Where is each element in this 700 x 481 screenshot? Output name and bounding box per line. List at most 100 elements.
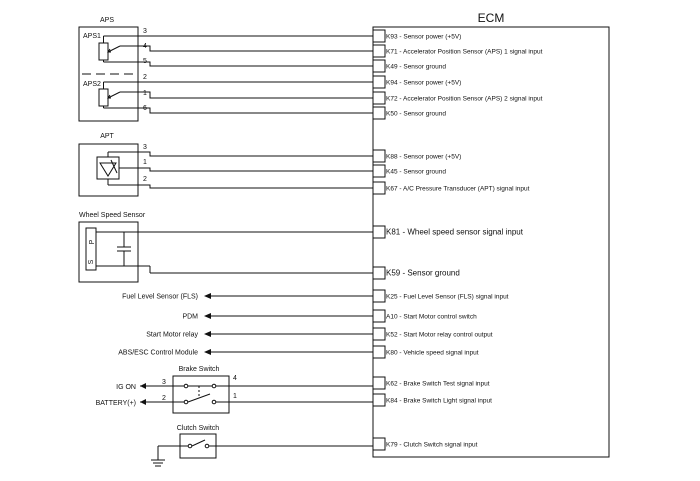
brake-pin-4: 4: [233, 375, 237, 382]
wheel-speed-sensor-title: Wheel Speed Sensor: [79, 212, 146, 219]
output-signal: PDM: [182, 313, 373, 321]
ecm-block: ECM: [372, 11, 610, 458]
ecm-pin-label: K50 - Sensor ground: [386, 111, 446, 118]
output-signal: Fuel Level Sensor (FLS): [122, 293, 373, 301]
clutch-switch: Clutch Switch: [151, 425, 373, 467]
aps-pin-number: 6: [143, 105, 147, 112]
apt-pin-number: 2: [143, 176, 147, 183]
ecm-pin-label: K80 - Vehicle speed signal input: [386, 350, 479, 357]
ecm-pin-label: K72 - Accelerator Position Sensor (APS) …: [386, 96, 543, 103]
ecm-pin-code: K84: [386, 398, 398, 405]
ecm-pin-label: K67 - A/C Pressure Transducer (APT) sign…: [386, 186, 530, 193]
ecm-pin-code: K62: [386, 381, 398, 388]
pressure-transducer-icon: [96, 151, 138, 186]
ecm-pin-description: - A/C Pressure Transducer (APT) signal i…: [398, 186, 530, 193]
aps1-potentiometer-icon: [98, 35, 138, 63]
ecm-pin-code: K25: [386, 294, 398, 301]
aps-pin-number: 1: [143, 90, 147, 97]
aps2-label: APS2: [83, 81, 101, 88]
ecm-pin-label: K94 - Sensor power (+5V): [386, 80, 461, 87]
ecm-pin-label: K79 - Clutch Switch signal input: [386, 442, 478, 449]
ecm-pin-code: K45: [386, 169, 398, 176]
ecm-pin-k84: K84 - Brake Switch Light signal input: [372, 393, 492, 407]
ecm-title: ECM: [478, 11, 505, 25]
ecm-pin-code: K50: [386, 111, 398, 118]
ecm-pin-code: K59: [386, 269, 401, 278]
ecm-pin-description: - Clutch Switch signal input: [398, 442, 478, 449]
arrow-left-icon: [204, 349, 211, 355]
output-label: Fuel Level Sensor (FLS): [122, 294, 198, 301]
ecm-pin-description: - Brake Switch Test signal input: [398, 381, 490, 388]
ig-on-label: IG ON: [116, 384, 136, 391]
apt-pin-number: 3: [143, 144, 147, 151]
ecm-pin-k59: K59 - Sensor ground: [372, 266, 460, 280]
ecm-pin-k88: K88 - Sensor power (+5V): [372, 149, 461, 163]
ecm-pin-code: A10: [386, 314, 398, 321]
ecm-pin-k49: K49 - Sensor ground: [372, 59, 446, 73]
brake-pin-1: 1: [233, 393, 237, 400]
ecm-pin-description: - Sensor power (+5V): [398, 80, 462, 87]
ecm-pin-code: K79: [386, 442, 398, 449]
ecm-pin-label: K25 - Fuel Level Sensor (FLS) signal inp…: [386, 294, 509, 301]
ecm-pin-label: K84 - Brake Switch Light signal input: [386, 398, 492, 405]
aps-pin-number: 5: [143, 58, 147, 65]
ecm-pin-code: K71: [386, 49, 398, 56]
clutch-switch-contacts-icon: [180, 439, 216, 449]
ecm-pin-code: K67: [386, 186, 398, 193]
ecm-pin-code: K52: [386, 332, 398, 339]
wheel-speed-sensor: Wheel Speed Sensor P S: [78, 212, 373, 283]
ecm-pin-k81: K81 - Wheel speed sensor signal input: [372, 225, 524, 239]
ecm-pin-description: - Start Motor relay control output: [398, 332, 493, 339]
arrow-left-icon: [204, 331, 211, 337]
ecm-pin-label: K52 - Start Motor relay control output: [386, 332, 493, 339]
aps1-label: APS1: [83, 33, 101, 40]
ecm-pin-label: K62 - Brake Switch Test signal input: [386, 381, 490, 388]
ecm-pin-code: K80: [386, 350, 398, 357]
ecm-pin-description: - Sensor ground: [398, 169, 447, 176]
apt-sensor: APT: [78, 133, 139, 197]
brake-pin-3: 3: [162, 379, 166, 386]
ecm-pin-description: - Sensor power (+5V): [398, 34, 462, 41]
ecm-pin-k62: K62 - Brake Switch Test signal input: [372, 376, 490, 390]
wss-label-p: P: [89, 239, 96, 244]
ecm-pin-label: A10 - Start Motor control switch: [386, 314, 477, 321]
ecm-pin-description: - Accelerator Position Sensor (APS) 1 si…: [398, 49, 543, 56]
output-label: PDM: [182, 314, 198, 321]
ecm-pin-k93: K93 - Sensor power (+5V): [372, 29, 462, 43]
ecm-pin-code: K94: [386, 80, 398, 87]
ecm-pin-description: - Sensor ground: [398, 111, 447, 118]
ecm-pin-label: K88 - Sensor power (+5V): [386, 154, 461, 161]
output-signal: ABS/ESC Control Module: [118, 349, 373, 357]
sensor-pin-numbers: 3 4 5 2 1 6 3 1 2: [138, 28, 373, 189]
ecm-pin-k72: K72 - Accelerator Position Sensor (APS) …: [372, 91, 543, 105]
wss-label-s: S: [88, 259, 95, 264]
battery-label: BATTERY(+): [96, 400, 136, 407]
ecm-pin-description: - Sensor ground: [398, 64, 447, 71]
brake-pin-2: 2: [162, 395, 166, 402]
arrow-left-icon: [204, 313, 211, 319]
ecm-pin-label: K71 - Accelerator Position Sensor (APS) …: [386, 49, 543, 56]
brake-switch-title: Brake Switch: [179, 366, 220, 373]
ecm-pin-k79: K79 - Clutch Switch signal input: [372, 437, 478, 451]
ground-icon: [151, 446, 165, 467]
brake-switch: Brake Switch IG ON BATTERY(+) 3 2 4 1: [96, 366, 373, 414]
ecm-pin-label: K81 - Wheel speed sensor signal input: [386, 228, 524, 237]
ecm-pin-list: K93 - Sensor power (+5V) K71 - Accelerato…: [372, 29, 543, 451]
ecm-pin-label: K59 - Sensor ground: [386, 269, 460, 278]
ecm-pin-description: - Sensor power (+5V): [398, 154, 462, 161]
apt-pin-number: 1: [143, 159, 147, 166]
aps-pin-number: 3: [143, 28, 147, 35]
ecm-pin-description: - Sensor ground: [400, 269, 460, 278]
ecm-pin-description: - Wheel speed sensor signal input: [400, 228, 524, 237]
aps-sensor: APS APS1 APS2: [78, 17, 139, 122]
ecm-pin-code: K72: [386, 96, 398, 103]
ecm-pin-description: - Start Motor control switch: [398, 314, 477, 321]
arrow-left-icon: [204, 293, 211, 299]
brake-switch-contacts-icon: [173, 383, 229, 405]
ecm-pin-label: K49 - Sensor ground: [386, 64, 446, 71]
aps-pin-number: 2: [143, 74, 147, 81]
aps-pin-number: 4: [143, 43, 147, 50]
aps-title: APS: [100, 17, 114, 24]
